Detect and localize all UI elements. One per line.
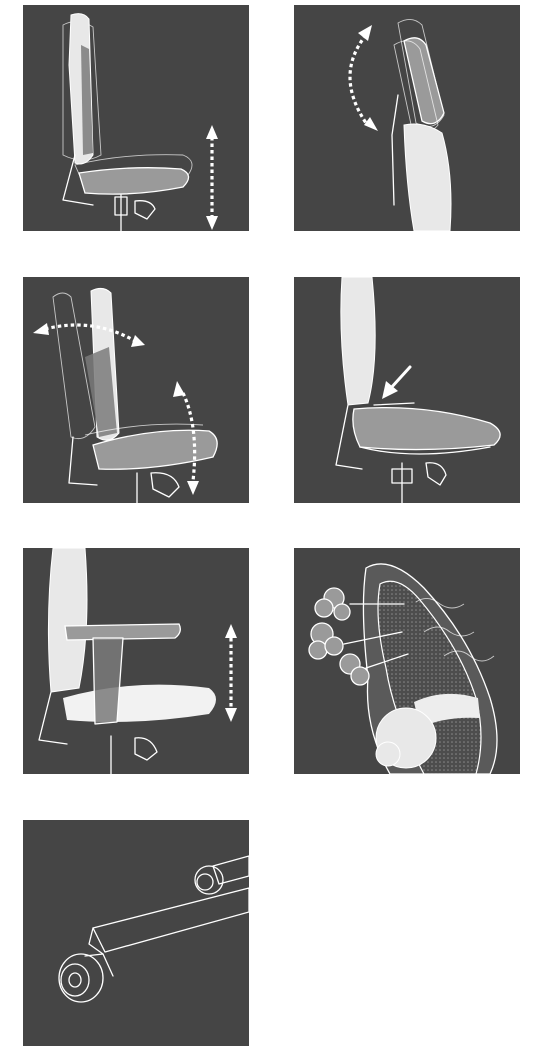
seat-depth-and-backrest-tilt-panel (23, 277, 249, 503)
headrest-adjustment-icon (294, 5, 520, 231)
breathable-mesh-backrest-panel (294, 548, 520, 774)
seat-height-adjustment-icon (23, 5, 249, 231)
seat-lever-control-icon (294, 277, 520, 503)
headrest-adjustment-panel (294, 5, 520, 231)
chair-casters-icon (23, 820, 249, 1046)
chair-casters-panel (23, 820, 249, 1046)
seat-lever-control-panel (294, 277, 520, 503)
breathable-mesh-backrest-icon (294, 548, 520, 774)
armrest-height-adjustment-icon (23, 548, 249, 774)
seat-depth-and-backrest-tilt-icon (23, 277, 249, 503)
armrest-height-adjustment-panel (23, 548, 249, 774)
seat-height-adjustment-panel (23, 5, 249, 231)
